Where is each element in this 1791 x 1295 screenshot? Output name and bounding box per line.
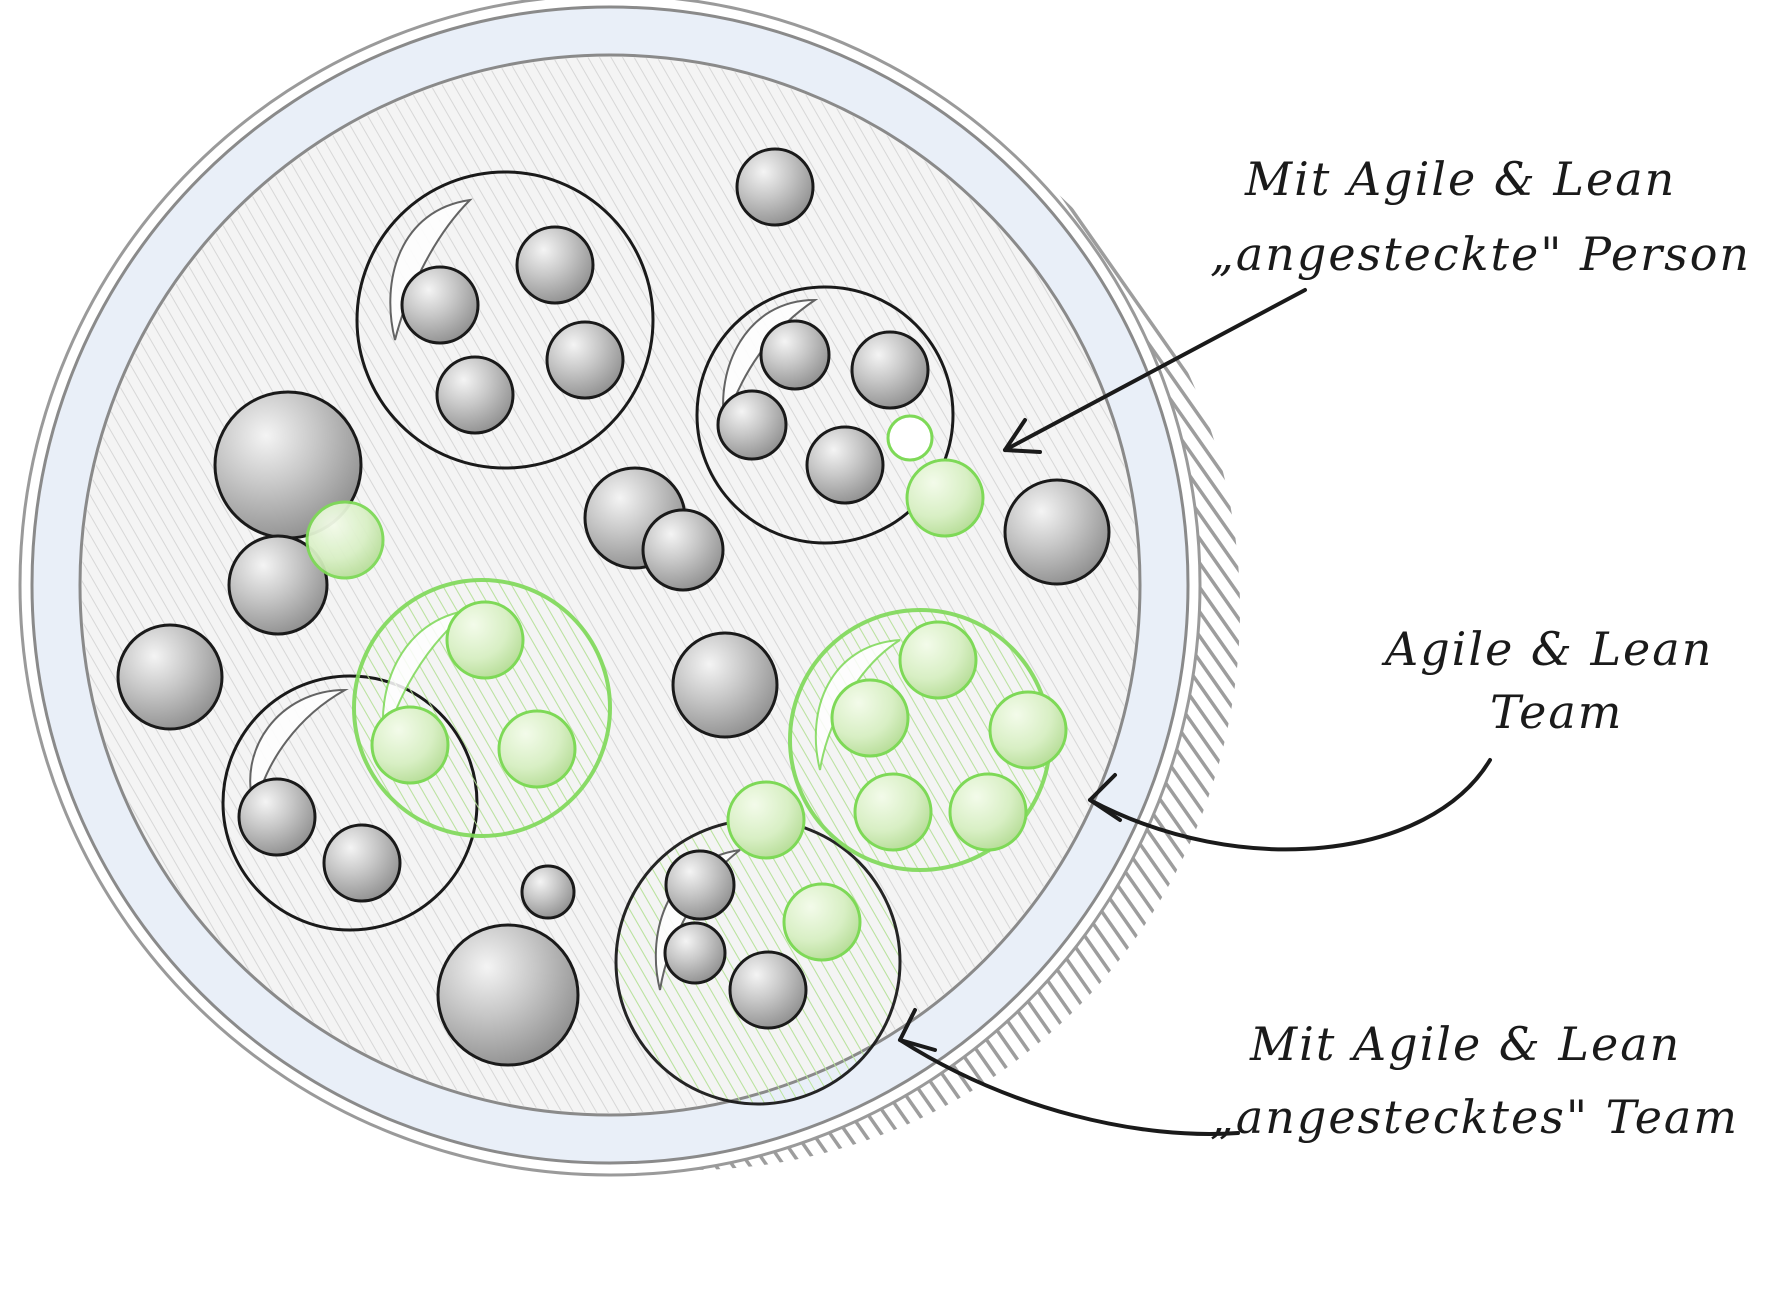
label-infected-person-line1: Mit Agile & Lean [1244, 152, 1676, 206]
left-bubble-group [213, 390, 385, 636]
label-infected-team: Mit Agile & Lean „angestecktes" Team [1210, 1017, 1739, 1144]
label-agile-team-line2: Team [1490, 685, 1623, 739]
label-infected-team-line2: „angestecktes" Team [1210, 1090, 1739, 1144]
label-agile-team-line1: Agile & Lean [1381, 622, 1713, 676]
label-agile-team: Agile & Lean Team [1381, 622, 1713, 739]
single-bubble-top [735, 147, 815, 227]
infected-team-cluster [614, 780, 902, 1106]
agile-team-cluster-right [788, 608, 1068, 872]
middle-twin-bubbles [583, 466, 725, 592]
single-bubble-left [116, 623, 224, 731]
petri-dish [18, 0, 1202, 1177]
single-bubble-right [1003, 478, 1111, 586]
label-infected-person-line2: „angesteckte" Person [1210, 227, 1751, 281]
single-bubble-center [671, 631, 779, 739]
label-infected-person: Mit Agile & Lean „angesteckte" Person [1210, 152, 1751, 281]
infected-person-cluster [695, 285, 985, 545]
grey-team-cluster-top [355, 170, 655, 470]
arrow-agile-team [1088, 758, 1492, 852]
agile-team-cluster-left [352, 578, 612, 838]
arrow-infected-person [1003, 288, 1307, 454]
arrow-infected-team [898, 1008, 1240, 1136]
label-infected-team-line1: Mit Agile & Lean [1249, 1017, 1681, 1071]
bottom-middle-bubbles [436, 864, 580, 1067]
